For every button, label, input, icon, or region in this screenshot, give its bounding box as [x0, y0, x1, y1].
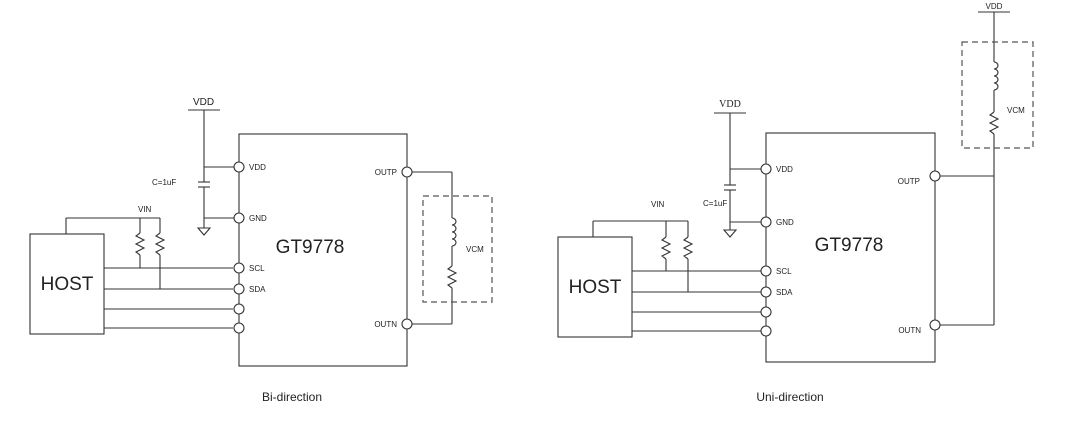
bi-chip-label: GT9778 — [276, 237, 345, 258]
bi-vin-label: VIN — [138, 205, 152, 214]
bi-pin-6 — [233, 322, 245, 334]
uni-pin-outn-label: OUTN — [898, 326, 921, 335]
bi-pin-sda-label: SDA — [249, 285, 266, 294]
bi-host-block — [29, 233, 105, 335]
bi-pin-outp-label: OUTP — [375, 168, 397, 177]
bi-pullup-resistor-1 — [134, 232, 146, 256]
bi-vcm-label: VCM — [466, 245, 484, 254]
uni-host-label: HOST — [569, 277, 622, 298]
uni-pin-sda — [760, 286, 772, 298]
bi-pin-vdd — [233, 161, 245, 173]
uni-pin-outp-label: OUTP — [898, 177, 920, 186]
bi-vcm-resistor-icon — [446, 265, 458, 289]
bi-vdd-supply-label: VDD — [193, 97, 214, 108]
bi-cap-label: C=1uF — [152, 178, 176, 187]
bi-pin-vdd-label: VDD — [249, 163, 266, 172]
uni-pullup-resistor-2 — [682, 236, 694, 260]
uni-vcm-resistor-icon — [988, 111, 1000, 135]
uni-vcm-box — [961, 41, 1034, 149]
uni-pullup-resistor-1 — [660, 236, 672, 260]
uni-pin-gnd — [760, 216, 772, 228]
uni-ground-icon — [722, 229, 738, 238]
uni-pin-vdd — [760, 163, 772, 175]
uni-pin-outp — [929, 170, 941, 182]
uni-vdd-supply-label: VDD — [719, 99, 741, 110]
uni-pin-vdd-label: VDD — [776, 165, 793, 174]
uni-direction-diagram: VDD VCM VDD C=1uF VIN HOST — [557, 2, 1034, 404]
uni-vcm-inductor-icon — [993, 61, 999, 91]
bi-pin-scl-label: SCL — [249, 264, 265, 273]
uni-pin-scl-label: SCL — [776, 267, 792, 276]
uni-pin-outn — [929, 319, 941, 331]
uni-chip-block — [765, 132, 936, 363]
uni-pin-5 — [760, 306, 772, 318]
uni-pin-sda-label: SDA — [776, 288, 793, 297]
bi-direction-diagram: VDD C=1uF VIN HOST GT9778 VDD G — [29, 97, 493, 404]
bi-pin-gnd — [233, 212, 245, 224]
bi-pin-5 — [233, 303, 245, 315]
bi-host-label: HOST — [41, 274, 94, 295]
bi-pin-outn — [401, 318, 413, 330]
uni-pin-gnd-label: GND — [776, 218, 794, 227]
uni-host-block — [557, 236, 633, 338]
uni-pin-scl — [760, 265, 772, 277]
bi-pin-outn-label: OUTN — [374, 320, 397, 329]
bi-chip-block — [238, 133, 408, 367]
bi-pin-sda — [233, 283, 245, 295]
bi-pullup-resistor-2 — [154, 232, 166, 256]
bi-ground-icon — [196, 227, 212, 236]
uni-pin-6 — [760, 325, 772, 337]
uni-cap-label: C=1uF — [703, 199, 727, 208]
bi-pin-gnd-label: GND — [249, 214, 267, 223]
uni-chip-label: GT9778 — [815, 235, 884, 256]
bi-vcm-box — [422, 195, 493, 303]
bi-vcm-inductor-icon — [451, 217, 457, 247]
uni-vdd-top-label: VDD — [986, 2, 1003, 11]
bi-caption: Bi-direction — [262, 390, 322, 404]
uni-vin-label: VIN — [651, 200, 665, 209]
bi-pin-scl — [233, 262, 245, 274]
uni-vcm-label: VCM — [1007, 106, 1025, 115]
uni-caption: Uni-direction — [756, 390, 823, 404]
bi-pin-outp — [401, 166, 413, 178]
